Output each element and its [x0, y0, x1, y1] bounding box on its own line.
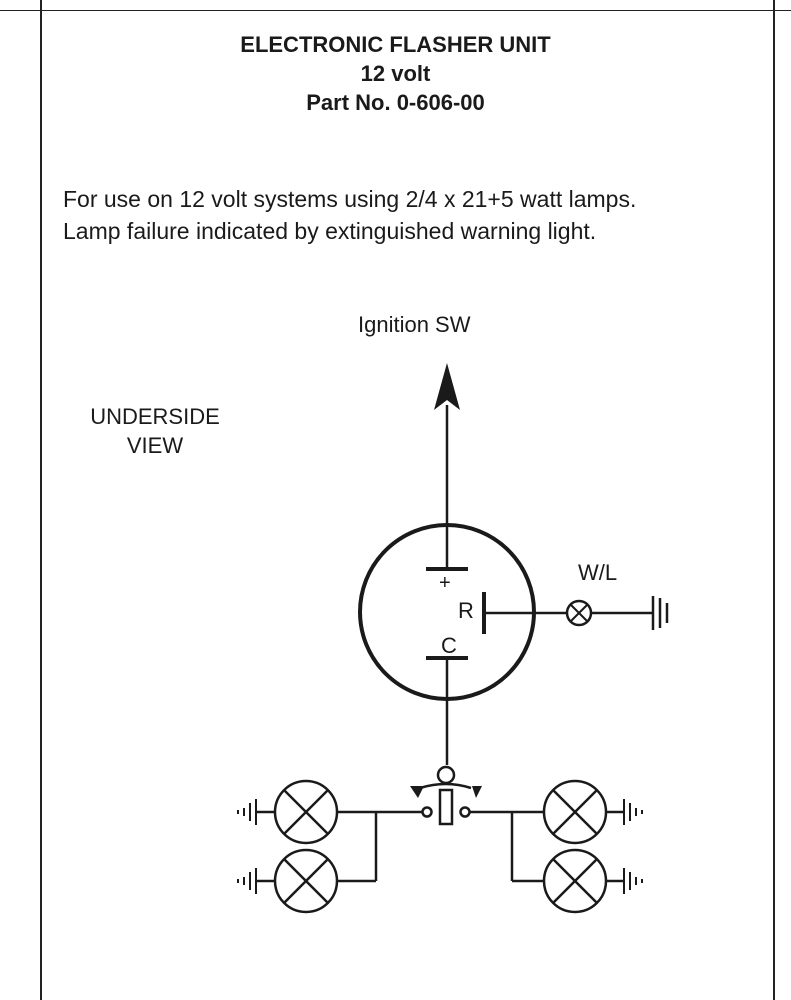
view-label: UNDERSIDE VIEW [70, 402, 240, 460]
terminal-plus-label: + [439, 572, 451, 594]
left-rear-lamp-icon [273, 848, 339, 914]
right-rear-ground-icon [623, 868, 643, 894]
left-rear-ground-icon [237, 868, 257, 894]
title-main: ELECTRONIC FLASHER UNIT [240, 32, 551, 57]
description-line-1: For use on 12 volt systems using 2/4 x 2… [63, 186, 637, 212]
title-part-number: Part No. 0-606-00 [306, 90, 485, 115]
right-front-ground-icon [623, 799, 643, 825]
terminal-r-label: R [458, 598, 474, 623]
indicator-switch-icon [410, 765, 482, 826]
description-line-2: Lamp failure indicated by extinguished w… [63, 218, 597, 244]
terminal-c-label: C [441, 633, 457, 658]
view-label-line-2: VIEW [126, 433, 184, 458]
left-front-ground-icon [237, 799, 257, 825]
left-front-lamp-icon [273, 779, 339, 845]
warning-light-lamp-icon [565, 599, 593, 627]
right-border [773, 0, 775, 1000]
right-front-lamp-icon [542, 779, 608, 845]
title-voltage: 12 volt [360, 61, 431, 86]
title-block: ELECTRONIC FLASHER UNIT 12 volt Part No.… [0, 30, 791, 117]
ignition-arrow-icon [434, 363, 460, 410]
right-rear-lamp-icon [542, 848, 608, 914]
warning-light-label: W/L [578, 560, 618, 585]
top-border [0, 10, 791, 11]
left-border [40, 0, 42, 1000]
view-label-line-1: UNDERSIDE [90, 404, 220, 429]
warning-light-ground-icon [651, 596, 669, 630]
ignition-switch-label: Ignition SW [358, 312, 471, 337]
description: For use on 12 volt systems using 2/4 x 2… [63, 183, 783, 247]
